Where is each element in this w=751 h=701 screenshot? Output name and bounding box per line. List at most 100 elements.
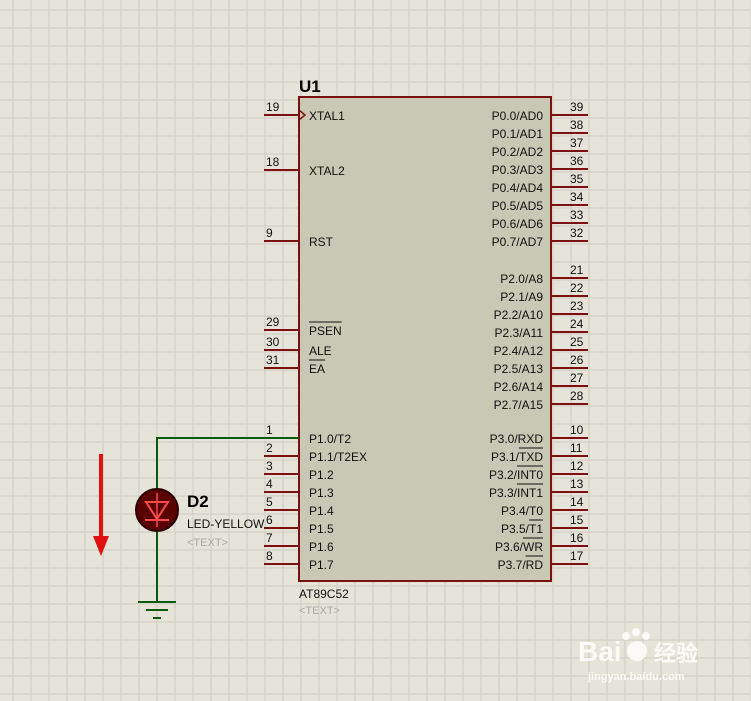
pin-label-p0-0-ad0: P0.0/AD0 [492,109,544,123]
pin-number: 24 [570,317,584,331]
paw-icon [622,628,650,661]
pin-7[interactable]: 7P1.6 [264,531,334,554]
pin-number: 19 [266,100,280,114]
pin-label-p3-3-int1: P3.3/INT1 [489,486,543,500]
pin-4[interactable]: 4P1.3 [264,477,334,500]
pin-label-p3-2-int0: P3.2/INT0 [489,468,543,482]
pin-6[interactable]: 6P1.5 [264,513,334,536]
pin-number: 23 [570,299,584,313]
pin-label-p2-2-a10: P2.2/A10 [494,308,544,322]
chip-text-placeholder: <TEXT> [299,605,340,617]
pin-3[interactable]: 3P1.2 [264,459,334,482]
led-reference: D2 [187,492,209,511]
pin-number: 33 [570,208,584,222]
pin-5[interactable]: 5P1.4 [264,495,334,518]
pin-label-p2-4-a12: P2.4/A12 [494,344,544,358]
chip-part-name: AT89C52 [299,587,349,601]
pin-number: 10 [570,423,584,437]
pin-number: 2 [266,441,273,455]
pin-label-p1-3: P1.3 [309,486,334,500]
pin-label-p1-5: P1.5 [309,522,334,536]
pin-number: 9 [266,226,273,240]
pin-number: 18 [266,155,280,169]
pin-number: 32 [570,226,584,240]
pin-label-p0-2-ad2: P0.2/AD2 [492,145,544,159]
pin-label-psen: PSEN [309,324,342,338]
baidu-watermark: Bai 经验 jingyan.baidu.com [578,628,698,683]
led-d2[interactable] [135,488,179,532]
pin-number: 37 [570,136,584,150]
pin-label-p1-7: P1.7 [309,558,334,572]
watermark-url: jingyan.baidu.com [587,671,685,683]
pin-label-p2-5-a13: P2.5/A13 [494,362,544,376]
pin-number: 31 [266,353,280,367]
pin-number: 26 [570,353,584,367]
pin-2[interactable]: 2P1.1/T2EX [264,441,367,464]
pin-number: 6 [266,513,273,527]
pin-label-p1-1-t2ex: P1.1/T2EX [309,450,367,464]
pin-number: 13 [570,477,584,491]
pin-number: 22 [570,281,584,295]
pin-number: 8 [266,549,273,563]
pin-number: 12 [570,459,584,473]
wire-p10-to-led[interactable] [156,437,299,490]
watermark-brand-cn: 经验 [654,641,698,666]
pin-8[interactable]: 8P1.7 [264,549,334,572]
chip-right-pins: 39P0.0/AD038P0.1/AD137P0.2/AD236P0.3/AD3… [489,100,588,572]
pin-label-p0-6-ad6: P0.6/AD6 [492,217,544,231]
ground-symbol[interactable] [138,601,176,619]
pin-label-p0-7-ad7: P0.7/AD7 [492,235,544,249]
pin-number: 29 [266,315,280,329]
pin-label-p1-2: P1.2 [309,468,334,482]
pin-label-p2-6-a14: P2.6/A14 [494,380,544,394]
pin-label-xtal2: XTAL2 [309,164,345,178]
pin-label-p2-3-a11: P2.3/A11 [495,326,544,340]
pin-number: 25 [570,335,584,349]
pin-label-p0-4-ad4: P0.4/AD4 [492,181,544,195]
pin-label-p3-1-txd: P3.1/TXD [491,450,543,464]
pin-number: 17 [570,549,584,563]
pin-number: 7 [266,531,273,545]
pin-label-p3-6-wr: P3.6/WR [495,540,543,554]
pin-label-xtal1: XTAL1 [309,109,345,123]
chip-body[interactable] [298,96,552,582]
down-arrow-icon [93,454,109,556]
pin-number: 28 [570,389,584,403]
chip-left-pins: 19XTAL118XTAL29RST29PSEN30ALE31EA1P1.0/T… [264,100,367,572]
pin-number: 1 [266,423,273,437]
pin-number: 14 [570,495,584,509]
pin-label-p2-0-a8: P2.0/A8 [500,272,543,286]
